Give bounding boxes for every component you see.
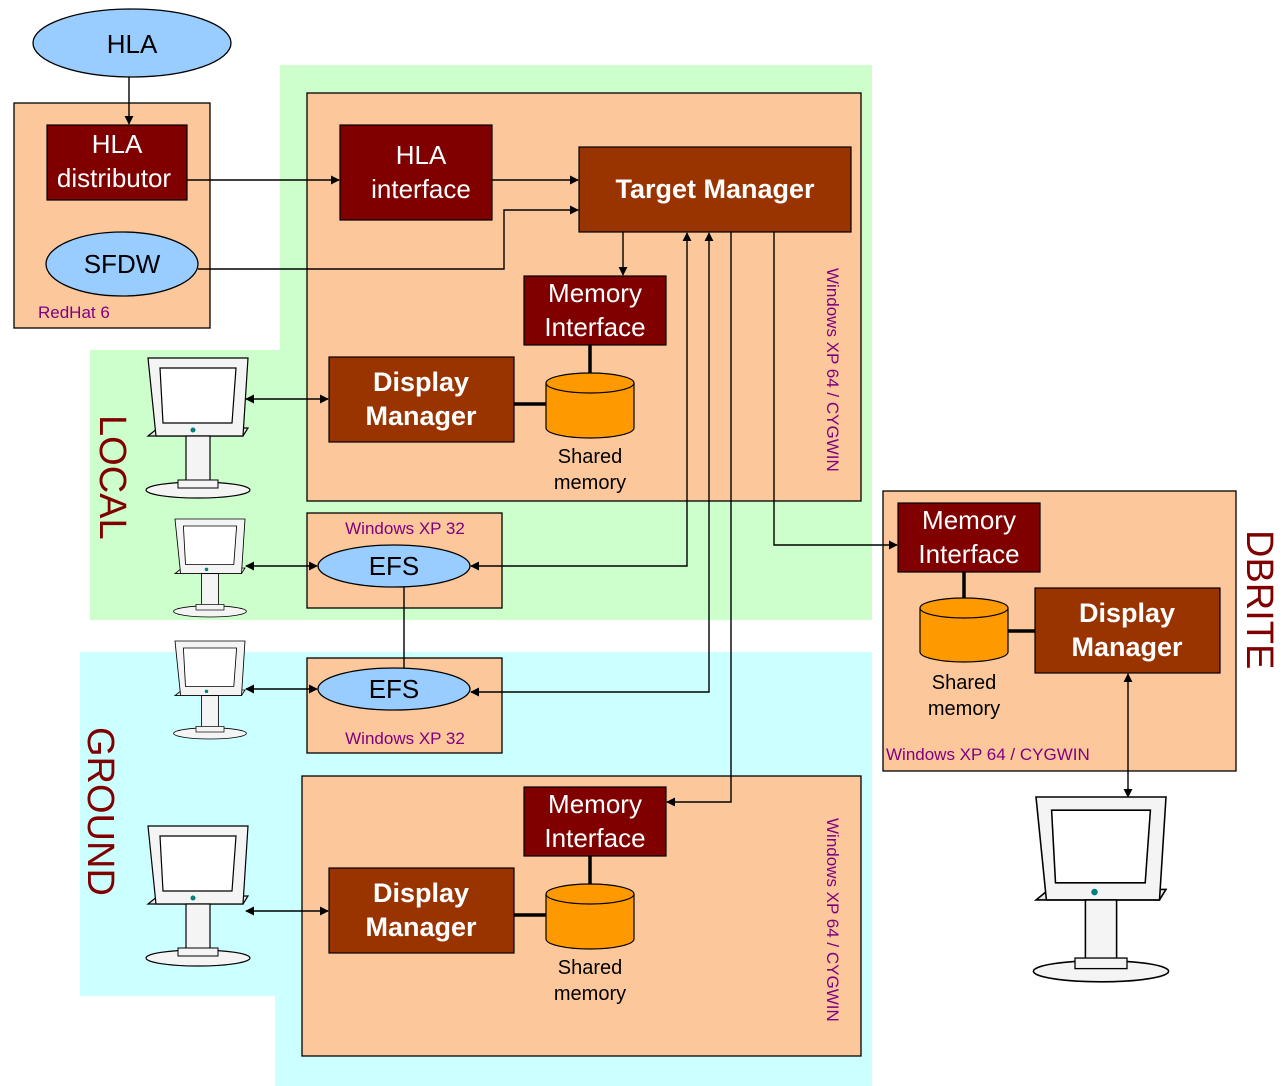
zone-label-ground: GROUND	[79, 727, 121, 896]
ground-display-manager-line1: Display	[373, 878, 469, 908]
local-efs-label: EFS	[369, 551, 420, 581]
target-manager-label: Target Manager	[615, 174, 815, 204]
hla-interface-line2: interface	[371, 174, 471, 204]
ground-efs-os-label: Windows XP 32	[345, 729, 465, 748]
shared-memory-cylinder-icon	[546, 884, 634, 949]
ground-memory-interface-line2: Interface	[544, 823, 645, 853]
ground-memory-interface-line1: Memory	[548, 789, 642, 819]
redhat-os-label: RedHat 6	[38, 303, 110, 322]
ground-shared-memory-line2: memory	[554, 983, 626, 1005]
dbrite-memory-interface-line2: Interface	[918, 539, 1019, 569]
dbrite-host: Memory Interface Display Manager Shared …	[883, 491, 1236, 771]
dbrite-display-manager-line1: Display	[1079, 598, 1175, 628]
zone-label-dbrite: DBRITE	[1238, 530, 1280, 669]
local-efs-os-label: Windows XP 32	[345, 519, 465, 538]
ground-os-label: Windows XP 64 / CYGWIN	[823, 818, 842, 1022]
redhat-host: RedHat 6 HLA distributor SFDW	[14, 103, 210, 328]
local-display-manager-line2: Manager	[365, 401, 477, 431]
dbrite-os-label: Windows XP 64 / CYGWIN	[886, 745, 1090, 764]
monitor-icon	[1033, 797, 1168, 982]
local-os-label: Windows XP 64 / CYGWIN	[823, 268, 842, 472]
hla-source-ellipse: HLA	[33, 9, 231, 77]
ground-shared-memory-line1: Shared	[558, 957, 623, 979]
shared-memory-cylinder-icon	[920, 598, 1008, 662]
local-memory-interface-line1: Memory	[548, 278, 642, 308]
dbrite-shared-memory-line2: memory	[928, 698, 1000, 720]
ground-efs-label: EFS	[369, 674, 420, 704]
local-memory-interface-line2: Interface	[544, 312, 645, 342]
hla-distributor-line2: distributor	[57, 163, 171, 193]
dbrite-memory-interface-line1: Memory	[922, 505, 1016, 535]
ground-display-manager-line2: Manager	[365, 912, 477, 942]
hla-source-label: HLA	[107, 29, 158, 59]
local-shared-memory-line2: memory	[554, 472, 626, 494]
shared-memory-cylinder-icon	[546, 373, 634, 438]
hla-interface-line1: HLA	[396, 140, 447, 170]
dbrite-shared-memory-line1: Shared	[932, 672, 997, 694]
zone-label-local: LOCAL	[91, 415, 133, 540]
local-display-manager-line1: Display	[373, 367, 469, 397]
ground-host: Windows XP 64 / CYGWIN Memory Interface …	[302, 776, 861, 1056]
dbrite-display-manager-line2: Manager	[1071, 632, 1183, 662]
hla-distributor-line1: HLA	[92, 129, 143, 159]
local-host: Windows XP 64 / CYGWIN HLA interface Tar…	[307, 93, 861, 501]
local-shared-memory-line1: Shared	[558, 446, 623, 468]
sfdw-label: SFDW	[84, 249, 161, 279]
ground-efs-host: EFS Windows XP 32	[307, 658, 502, 753]
